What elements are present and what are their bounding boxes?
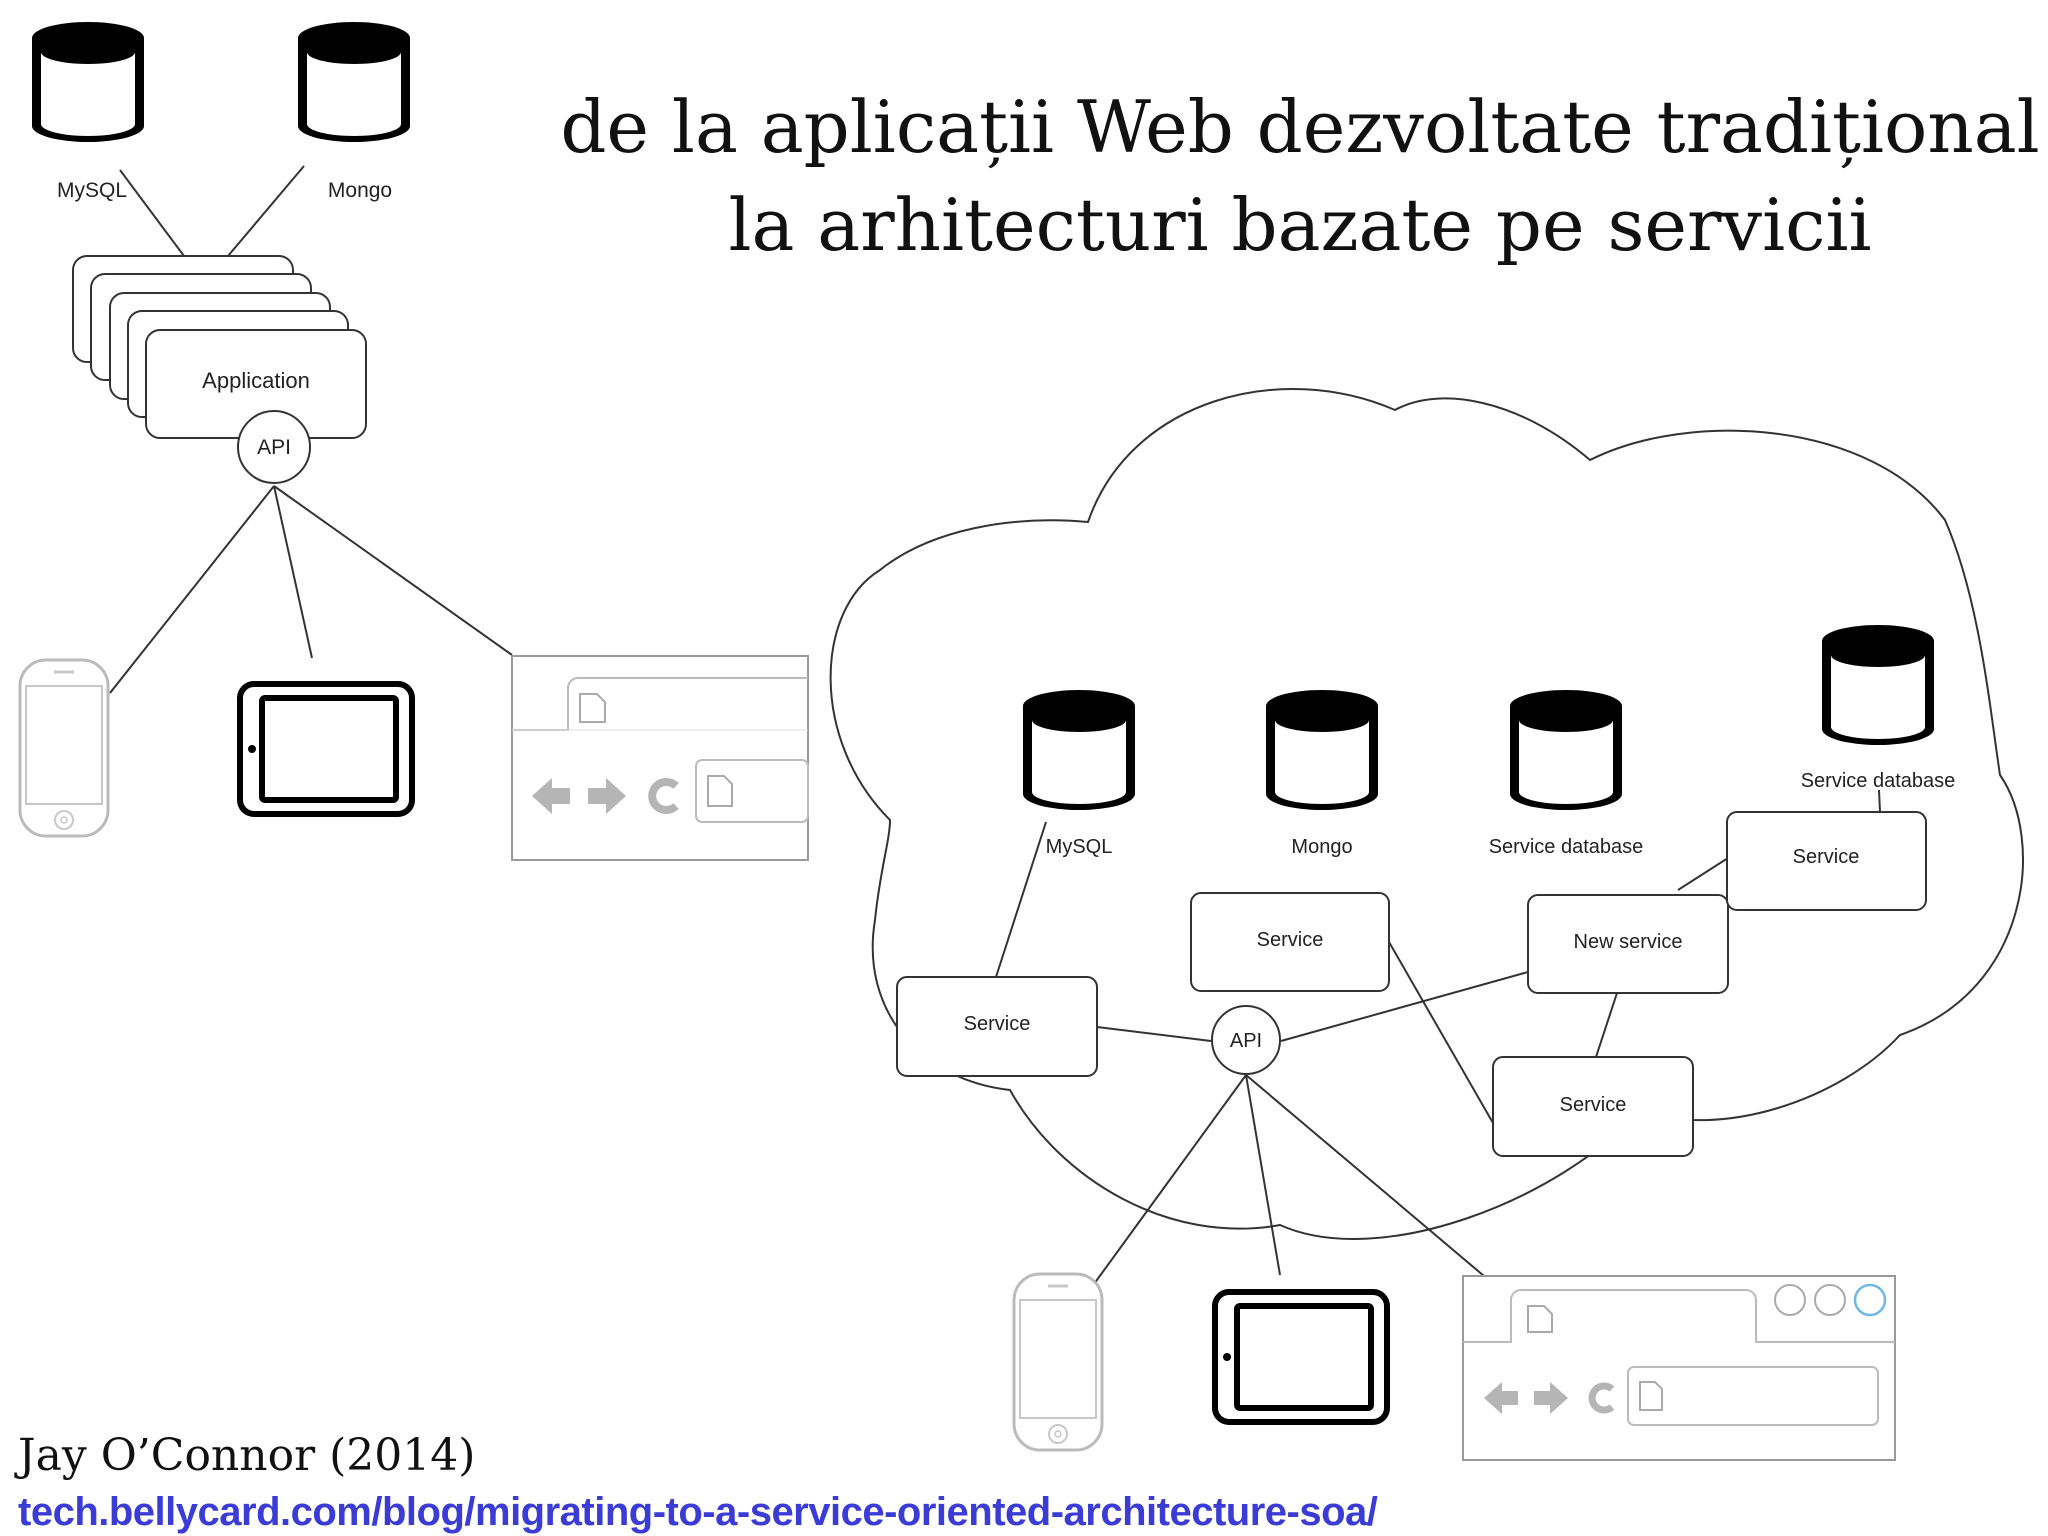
service-bottom-label: Service	[1560, 1094, 1627, 1116]
reload-icon	[1588, 1382, 1615, 1414]
page-icon	[1527, 1305, 1553, 1333]
new-service-node: New service	[1527, 894, 1729, 994]
reload-icon	[648, 778, 679, 814]
soa-mysql-db: MySQL	[1023, 690, 1135, 858]
monolith-mysql-db: MySQL	[32, 22, 144, 202]
service-right-label: Service	[1793, 846, 1860, 868]
title-line-2: la arhitecturi bazate pe servicii	[728, 183, 1872, 267]
monolith-mysql-label: MySQL	[57, 179, 127, 202]
service-db-1-label: Service database	[1489, 836, 1644, 858]
phone-icon	[18, 658, 110, 838]
database-icon	[1023, 690, 1135, 810]
service-left-label: Service	[964, 1013, 1031, 1035]
cloud-shape	[829, 387, 2024, 1240]
database-icon	[298, 22, 410, 142]
soa-api-node: API	[1211, 1005, 1281, 1075]
browser-window-icon	[1462, 1275, 1896, 1461]
monolith-api-label: API	[257, 436, 291, 459]
database-icon	[32, 22, 144, 142]
monolith-mongo-label: Mongo	[328, 179, 392, 202]
soa-service-db-2: Service database	[1801, 625, 1956, 792]
window-button-icon	[1774, 1284, 1806, 1316]
monolith-api-node: API	[237, 410, 311, 484]
page-icon	[707, 775, 733, 807]
database-icon	[1266, 690, 1378, 810]
address-bar	[695, 759, 809, 823]
slide-title: de la aplicații Web dezvoltate tradițion…	[560, 78, 2040, 274]
service-node-bottom: Service	[1492, 1056, 1694, 1157]
service-mid-label: Service	[1257, 929, 1324, 951]
phone-icon	[1012, 1272, 1104, 1452]
soa-service-db-1: Service database	[1489, 690, 1644, 858]
tablet-icon	[240, 684, 412, 814]
database-icon	[1510, 690, 1622, 810]
author-credit: Jay O’Connor (2014)	[18, 1430, 476, 1481]
soa-mysql-label: MySQL	[1046, 836, 1113, 858]
monolith-mongo-db: Mongo	[298, 22, 410, 202]
service-node-mid: Service	[1190, 892, 1390, 992]
service-node-right: Service	[1726, 811, 1927, 911]
soa-mongo-db: Mongo	[1266, 690, 1378, 858]
database-icon	[1822, 625, 1934, 745]
tablet-icon	[1215, 1292, 1387, 1422]
title-line-1: de la aplicații Web dezvoltate tradițion…	[560, 85, 2040, 169]
service-node-left: Service	[896, 976, 1098, 1077]
browser-window-icon	[511, 655, 809, 861]
source-link[interactable]: tech.bellycard.com/blog/migrating-to-a-s…	[18, 1490, 1378, 1534]
soa-api-label: API	[1230, 1030, 1262, 1052]
service-db-2-label: Service database	[1801, 770, 1956, 792]
application-label: Application	[202, 368, 310, 393]
application-stack: Application	[72, 255, 367, 439]
window-button-icon	[1853, 1283, 1887, 1317]
soa-mongo-label: Mongo	[1291, 836, 1352, 858]
soa-diagram: MySQL Mongo Service database Service dat…	[829, 387, 2024, 1461]
new-service-label: New service	[1574, 931, 1683, 953]
page-icon	[1639, 1381, 1663, 1411]
back-arrow-icon	[532, 778, 570, 814]
address-bar	[1627, 1366, 1879, 1426]
page-icon	[579, 693, 606, 723]
forward-arrow-icon	[588, 778, 626, 814]
back-arrow-icon	[1484, 1382, 1518, 1414]
monolith-diagram: MySQL Mongo Application API	[18, 22, 809, 861]
forward-arrow-icon	[1534, 1382, 1568, 1414]
browser-tab	[1463, 1289, 1895, 1343]
window-button-icon	[1814, 1284, 1846, 1316]
